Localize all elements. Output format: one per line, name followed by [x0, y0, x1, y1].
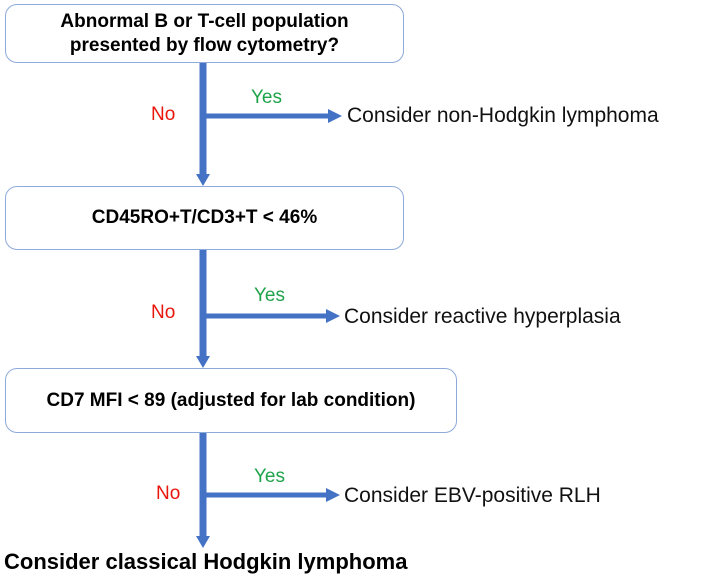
yes-outcome-2: Consider reactive hyperplasia	[344, 305, 621, 328]
vertical-arrow-1-head	[196, 174, 210, 186]
vertical-arrow-3-head	[196, 536, 210, 548]
vertical-arrow-2-head	[196, 356, 210, 368]
decision-box-1-line2: presented by flow cytometry?	[69, 34, 340, 56]
horizontal-arrow-1-head	[328, 109, 342, 123]
decision-box-2-text: CD45RO+T/CD3+T < 46%	[91, 207, 318, 228]
horizontal-arrow-2-head	[326, 309, 340, 323]
decision-box-3: CD7 MFI < 89 (adjusted for lab condition…	[5, 368, 457, 433]
horizontal-arrow-3-head	[326, 488, 340, 502]
no-label-3: No	[156, 483, 181, 504]
yes-label-1: Yes	[251, 87, 282, 108]
final-outcome: Consider classical Hodgkin lymphoma	[4, 549, 408, 574]
no-label-1: No	[151, 104, 176, 125]
no-label-2: No	[151, 302, 176, 323]
yes-label-2: Yes	[254, 285, 285, 306]
decision-box-1: Abnormal B or T-cell population presente…	[5, 4, 404, 63]
yes-outcome-3: Consider EBV-positive RLH	[344, 484, 601, 507]
decision-box-2: CD45RO+T/CD3+T < 46%	[5, 186, 404, 250]
yes-outcome-1: Consider non-Hodgkin lymphoma	[347, 104, 659, 127]
yes-label-3: Yes	[254, 466, 285, 487]
decision-box-3-text: CD7 MFI < 89 (adjusted for lab condition…	[46, 389, 416, 411]
decision-box-1-line1: Abnormal B or T-cell population	[60, 10, 349, 32]
